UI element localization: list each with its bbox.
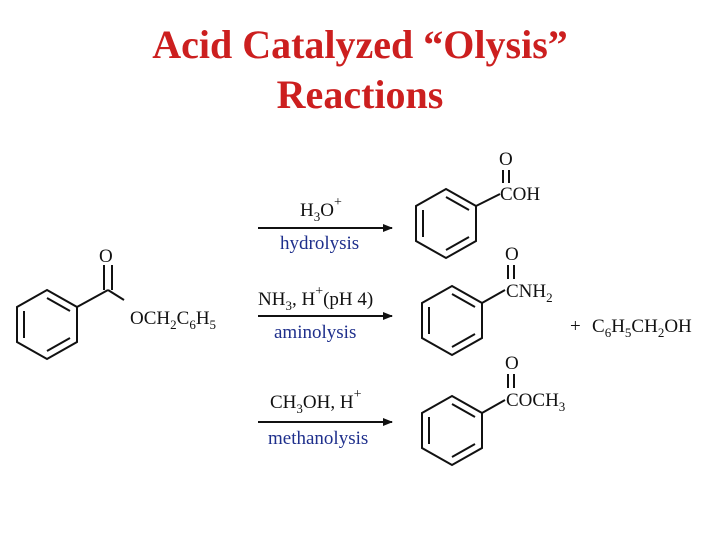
carbonyl-oxygen: O	[99, 246, 113, 267]
reagent-h3o: H3O+	[300, 195, 342, 224]
plus-sign: +	[570, 316, 581, 337]
reaction-hydrolysis: H3O+ hydrolysis O COH	[258, 149, 540, 260]
benzene-ring	[16, 288, 78, 361]
slide-title: Acid Catalyzed “Olysis” Reactions	[0, 20, 720, 120]
label-aminolysis: aminolysis	[274, 322, 356, 343]
benzyl-alcohol-formula: C6H5CH2OH	[592, 316, 692, 340]
benzene-ring	[421, 265, 515, 357]
benzene-ring	[421, 374, 515, 467]
title-line-2: Reactions	[276, 72, 444, 117]
benzene-ring	[415, 170, 510, 260]
title-line-1: Acid Catalyzed “Olysis”	[152, 22, 568, 67]
carbonyl-oxygen: O	[505, 244, 519, 265]
carbonyl-oxygen: O	[499, 149, 513, 170]
reagent-ch3oh: CH3OH, H+	[270, 387, 362, 416]
reaction-methanolysis: CH3OH, H+ methanolysis O COCH3	[258, 353, 565, 467]
product-group: COCH3	[506, 390, 565, 414]
reaction-aminolysis: NH3, H+(pH 4) aminolysis O CNH2	[258, 244, 553, 357]
label-hydrolysis: hydrolysis	[280, 233, 359, 254]
product-group: CNH2	[506, 281, 553, 305]
byproduct: + C6H5CH2OH	[570, 316, 692, 340]
label-methanolysis: methanolysis	[268, 428, 368, 449]
product-group: COH	[500, 184, 540, 205]
reagent-nh3: NH3, H+(pH 4)	[258, 284, 373, 313]
starting-material	[16, 265, 125, 361]
ester-group: OCH2C6H5	[130, 308, 216, 332]
carbonyl-oxygen: O	[505, 353, 519, 374]
